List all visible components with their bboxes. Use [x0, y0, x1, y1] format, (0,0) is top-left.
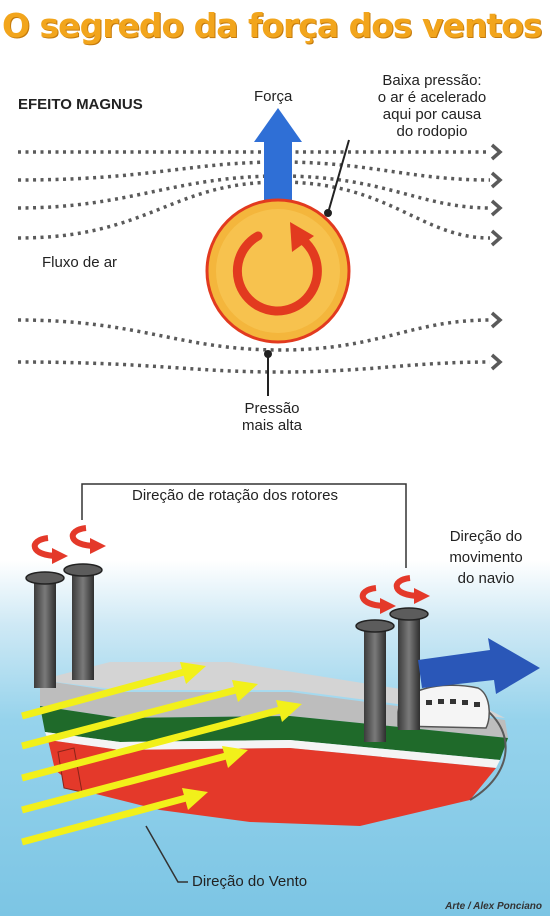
- chevron-right-icon: [490, 229, 503, 247]
- chevron-right-icon: [490, 311, 503, 329]
- rotor: [25, 571, 65, 688]
- chevron-right-icon: [490, 199, 503, 217]
- effect-heading: EFEITO MAGNUS: [18, 96, 143, 113]
- note-line: do navio: [457, 570, 515, 587]
- rotor: [389, 607, 429, 730]
- note-line: do rodopio: [396, 123, 468, 140]
- note-line: mais alta: [241, 417, 303, 434]
- magnus-diagram: [17, 108, 503, 396]
- chevron-right-icon: [490, 143, 503, 161]
- note-line: Baixa pressão:: [382, 72, 482, 89]
- wind-arrow-icon: [21, 680, 258, 750]
- rotation-arrow-icon: [359, 585, 387, 609]
- rotation-arrow-icon: [52, 548, 68, 564]
- rotor-rotation-arrows: [31, 525, 430, 614]
- streamline: [17, 318, 491, 352]
- page-title: O segredo da força dos ventos: [2, 6, 543, 45]
- wind-label: Direção do Vento: [192, 873, 308, 890]
- rotation-arrow-icon: [393, 575, 421, 599]
- note-line: aqui por causa: [382, 106, 482, 123]
- wind-arrows: [21, 662, 302, 846]
- wind-leader: [145, 825, 188, 883]
- motion-arrow-icon: [418, 638, 540, 694]
- wind-arrow-icon: [21, 788, 208, 846]
- note-line: o ar é acelerado: [377, 89, 487, 106]
- note-line: Direção do: [449, 528, 523, 545]
- rotation-arrow-icon: [380, 598, 396, 614]
- wind-arrow-icon: [21, 662, 206, 720]
- note-line: Pressão: [244, 400, 300, 417]
- rotor: [63, 563, 103, 680]
- rotation-arrow-icon: [90, 538, 106, 554]
- rotor: [355, 619, 395, 742]
- wind-arrow-icon: [21, 746, 248, 814]
- rotation-label: Direção de rotação dos rotores: [132, 487, 338, 504]
- rotation-arrow-icon: [31, 535, 59, 559]
- force-arrow-icon: [254, 108, 302, 203]
- chevron-right-icon: [490, 353, 503, 371]
- rotating-cylinder: [205, 198, 351, 344]
- ship-bridge: [397, 684, 491, 729]
- wind-arrow-icon: [21, 700, 302, 782]
- rotors: [25, 563, 429, 742]
- note-line: movimento: [449, 549, 523, 566]
- callout-leaders: [264, 139, 350, 396]
- chevron-right-icon: [490, 171, 503, 189]
- rotation-bracket: [81, 483, 407, 568]
- rotation-arrow-icon: [232, 231, 322, 316]
- airflow-arrowheads: [490, 143, 503, 371]
- credit: Arte / Alex Ponciano: [445, 901, 542, 912]
- rotation-arrow-icon: [69, 525, 97, 549]
- airflow-label: Fluxo de ar: [42, 254, 118, 271]
- rotation-arrow-icon: [414, 588, 430, 604]
- force-label: Força: [254, 88, 293, 105]
